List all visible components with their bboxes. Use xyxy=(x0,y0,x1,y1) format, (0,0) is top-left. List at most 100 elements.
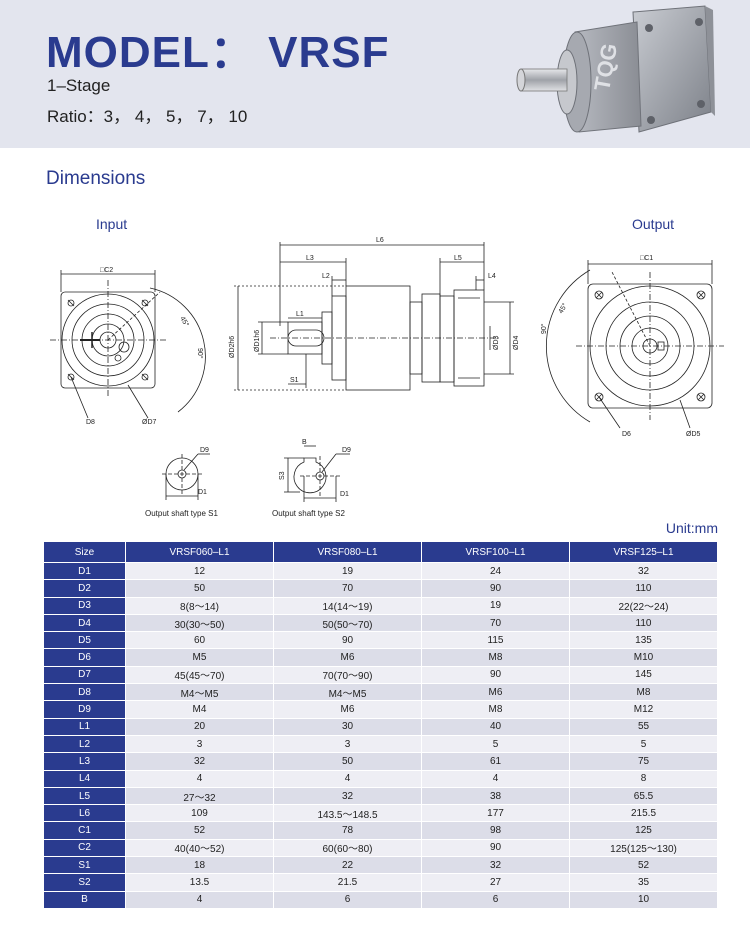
shaft-detail-s1 xyxy=(162,453,210,500)
table-cell: 24 xyxy=(421,561,570,581)
label-l4: L4 xyxy=(488,273,496,280)
table-row-label: L5 xyxy=(43,786,126,806)
table-cell: 50(50～70) xyxy=(273,613,422,633)
table-row-label: D6 xyxy=(43,648,126,667)
table-cell: 70 xyxy=(421,613,570,633)
table-header-cell: VRSF125–L1 xyxy=(569,541,718,563)
table-cell: 14(14～19) xyxy=(273,596,422,615)
table-cell: 70(70～90) xyxy=(273,665,422,685)
input-view xyxy=(50,270,206,419)
table-cell: 98 xyxy=(421,821,570,840)
table-cell: 61 xyxy=(421,752,570,771)
table-cell: 55 xyxy=(569,717,718,736)
table-cell: 6 xyxy=(273,890,422,909)
table-cell: 90 xyxy=(421,838,570,858)
label-d6: D6 xyxy=(622,431,631,438)
stage-text: 1–Stage xyxy=(47,76,111,95)
table-cell: 125 xyxy=(569,821,718,840)
table-cell: M8 xyxy=(421,648,570,667)
label-c2: □C2 xyxy=(100,267,113,274)
table-cell: 177 xyxy=(421,804,570,823)
table-cell: 13.5 xyxy=(125,873,274,892)
ratio-text: Ratio：3， 4， 5， 7， 10 xyxy=(47,107,248,126)
table-header-cell: VRSF060–L1 xyxy=(125,541,274,563)
table-cell: 19 xyxy=(273,561,422,581)
table-cell: 215.5 xyxy=(569,804,718,823)
table-cell: 4 xyxy=(421,769,570,788)
table-cell: 5 xyxy=(569,734,718,754)
table-row-label: S2 xyxy=(43,873,126,892)
table-cell: 22 xyxy=(273,856,422,875)
table-cell: 4 xyxy=(125,890,274,909)
label-c1: □C1 xyxy=(640,255,653,262)
label-angle45-output: 45° xyxy=(557,302,569,315)
table-row-label: D2 xyxy=(43,579,126,598)
table-cell: M4～M5 xyxy=(273,683,422,702)
table-cell: 75 xyxy=(569,752,718,771)
table-cell: M6 xyxy=(273,648,422,667)
table-cell: 145 xyxy=(569,665,718,685)
dimension-drawing: □C2 45° 90° D8 ØD7 L6 L3 L2 L5 L4 L1 S1 … xyxy=(50,237,724,502)
gearbox-photo: TQG xyxy=(516,5,715,133)
table-cell: 19 xyxy=(421,596,570,615)
spec-table: Size VRSF060–L1 VRSF080–L1 VRSF100–L1 VR… xyxy=(43,541,718,909)
table-cell: 3 xyxy=(125,734,274,754)
table-cell: 4 xyxy=(125,769,274,788)
table-cell: M8 xyxy=(421,700,570,719)
table-row-label: S1 xyxy=(43,856,126,875)
table-cell: 78 xyxy=(273,821,422,840)
side-view xyxy=(234,242,514,391)
table-cell: 115 xyxy=(421,631,570,650)
label-d9-s1: D9 xyxy=(200,447,209,454)
table-row-label: D9 xyxy=(43,700,126,719)
table-cell: 50 xyxy=(125,579,274,598)
table-cell: 110 xyxy=(569,579,718,598)
table-row-label: L3 xyxy=(43,752,126,771)
label-angle90-output: 90° xyxy=(540,323,548,334)
table-cell: 10 xyxy=(569,890,718,909)
label-angle45-input: 45° xyxy=(178,315,190,328)
table-row-label: C2 xyxy=(43,838,126,858)
table-cell: 27 xyxy=(421,873,570,892)
section-title: Dimensions xyxy=(46,168,146,189)
table-cell: 40(40～52) xyxy=(125,838,274,858)
table-cell: 52 xyxy=(569,856,718,875)
table-cell: 90 xyxy=(421,579,570,598)
label-d8: D8 xyxy=(86,419,95,426)
output-view xyxy=(545,260,724,429)
table-cell: 50 xyxy=(273,752,422,771)
table-cell: 60(60～80) xyxy=(273,838,422,858)
table-cell: M6 xyxy=(421,683,570,702)
table-cell: 22(22～24) xyxy=(569,596,718,615)
label-angle90-input: 90° xyxy=(196,348,204,359)
table-cell: 125(125～130) xyxy=(569,838,718,858)
label-s1-dim: S1 xyxy=(290,377,299,384)
table-cell: M6 xyxy=(273,700,422,719)
label-d3: ØD3 xyxy=(493,336,500,351)
unit-label: Unit:mm xyxy=(665,520,718,536)
label-d1-s2: D1 xyxy=(340,491,349,498)
label-l5: L5 xyxy=(454,255,462,262)
table-cell: M8 xyxy=(569,683,718,702)
table-row-label: D1 xyxy=(43,561,126,581)
table-cell: 3 xyxy=(273,734,422,754)
table-cell: 60 xyxy=(125,631,274,650)
label-d4: ØD4 xyxy=(513,336,520,351)
label-s3: S3 xyxy=(279,471,286,480)
table-row-label: D4 xyxy=(43,613,126,633)
table-header-cell: VRSF100–L1 xyxy=(421,541,570,563)
header-band: MODEL： VRSF 1–Stage Ratio：3， 4， 5， 7， 10 xyxy=(0,0,750,148)
table-cell: M5 xyxy=(125,648,274,667)
table-cell: 110 xyxy=(569,613,718,633)
label-d1: ØD1h6 xyxy=(254,330,261,352)
